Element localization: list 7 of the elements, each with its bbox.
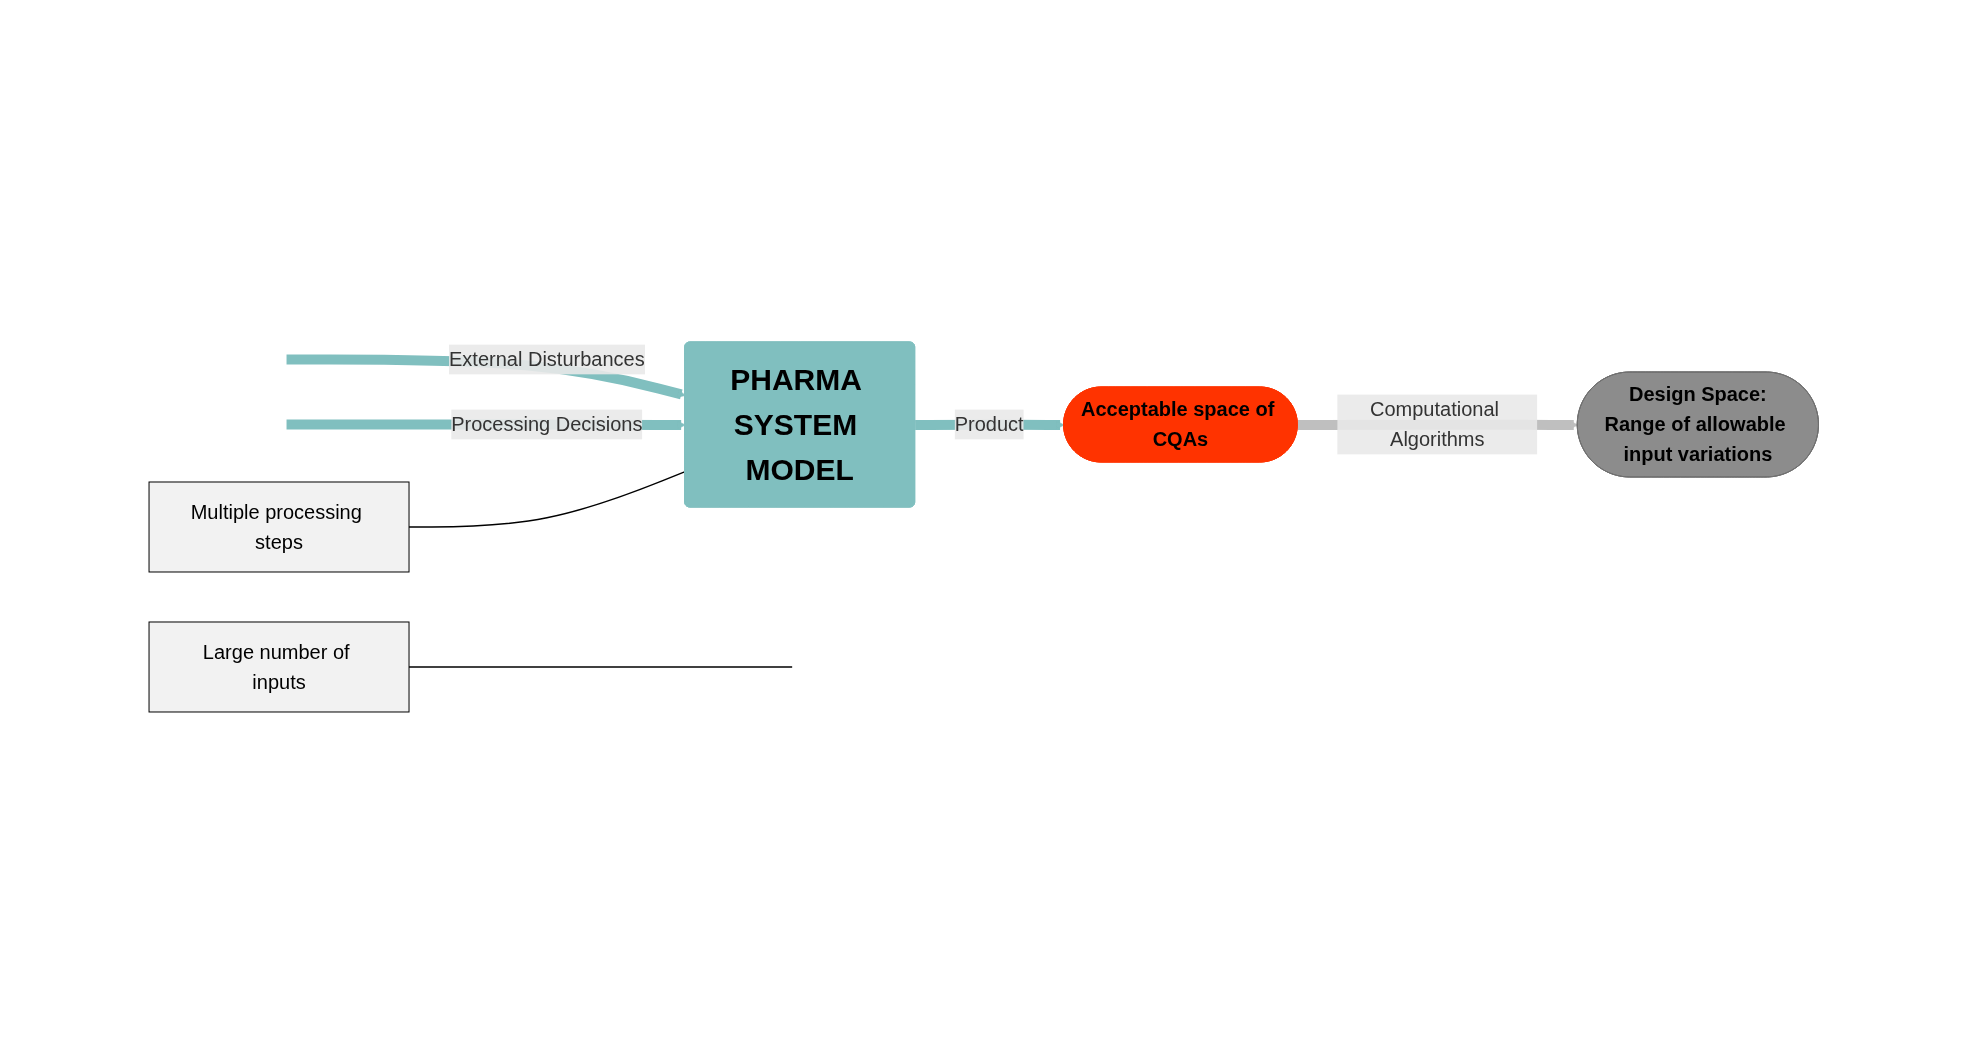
edge-label: Computational Algorithms (1370, 398, 1500, 451)
edge-label: External Disturbances (449, 348, 645, 371)
node-box: Multiple processing steps (148, 481, 410, 573)
connector (408, 666, 794, 668)
edge-label: Product (954, 413, 1024, 436)
node-box: Large number of inputs (148, 621, 410, 713)
edge-label: Processing Decisions (451, 413, 643, 436)
